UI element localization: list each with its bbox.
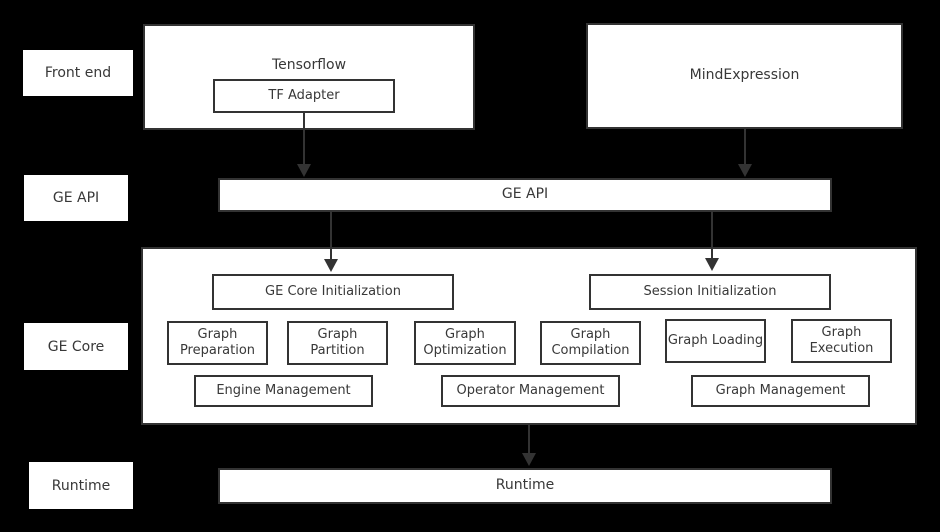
tensorflow-title: Tensorflow [271, 57, 347, 73]
box-runtime-bar: Runtime [218, 468, 832, 504]
box-session-initialization: Session Initialization [589, 274, 831, 310]
box-graph-management: Graph Management [691, 375, 870, 407]
arrow-tf-adapter-to-ge-api [297, 113, 311, 177]
row-label-runtime: Runtime [29, 462, 133, 509]
box-tf-adapter: TF Adapter [213, 79, 395, 113]
box-graph-optimization: Graph Optimization [414, 321, 516, 365]
box-graph-partition: Graph Partition [287, 321, 388, 365]
box-operator-management: Operator Management [441, 375, 620, 407]
box-ge-api-bar: GE API [218, 178, 832, 212]
box-graph-compilation: Graph Compilation [540, 321, 641, 365]
box-ge-core-initialization: GE Core Initialization [212, 274, 454, 310]
box-graph-loading: Graph Loading [665, 319, 766, 363]
box-ge-core-container: GE Core Initialization Session Initializ… [141, 247, 917, 425]
arrow-ge-api-to-session-init [705, 212, 719, 271]
row-label-ge-api: GE API [24, 175, 128, 221]
row-label-ge-core: GE Core [24, 323, 128, 370]
box-mind-expression: MindExpression [586, 23, 903, 129]
arrow-ge-core-to-runtime [522, 425, 536, 466]
arrow-mind-expression-to-ge-api [738, 129, 752, 177]
box-graph-execution: Graph Execution [791, 319, 892, 363]
box-engine-management: Engine Management [194, 375, 373, 407]
box-graph-preparation: Graph Preparation [167, 321, 268, 365]
arrow-ge-api-to-ge-core-init [324, 212, 338, 272]
row-label-front-end: Front end [23, 50, 133, 96]
box-tensorflow: Tensorflow TF Adapter [143, 24, 475, 130]
